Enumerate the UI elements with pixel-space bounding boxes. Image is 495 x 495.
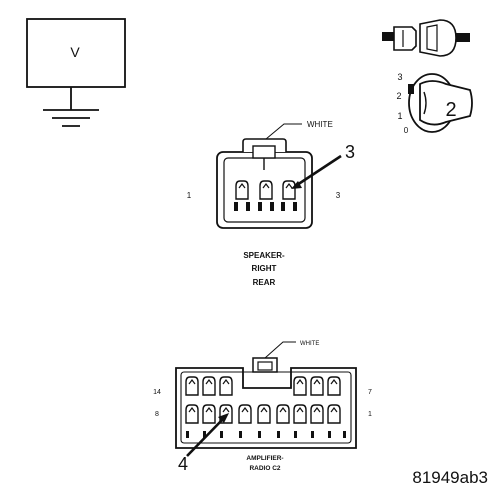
amp-title-line1: AMPLIFIER- [246, 455, 283, 462]
speaker-pin-1: 1 [187, 191, 192, 200]
ignition-key-icon: 3 2 1 0 2 [396, 72, 473, 135]
amp-pin-14: 14 [153, 389, 161, 396]
ignition-position-0: 0 [404, 126, 409, 135]
speaker-title-line3: REAR [253, 278, 276, 287]
callout-arrow [291, 154, 342, 189]
speaker-color-label: WHITE [307, 120, 333, 129]
ground-icon [43, 87, 99, 127]
amp-pin-1: 1 [368, 411, 372, 418]
ignition-position-3: 3 [397, 72, 402, 82]
voltmeter-symbol: V [26, 18, 126, 127]
callout-arrow [186, 413, 229, 457]
amplifier-connector: 14 7 8 1 WHITE 4 AMPLIFIER- RADIO C2 [153, 341, 372, 474]
amp-pin-8: 8 [155, 411, 159, 418]
amp-title-line2: RADIO C2 [249, 465, 280, 472]
ignition-step-number: 2 [445, 99, 456, 121]
leader-line [264, 341, 296, 359]
voltmeter-label: V [70, 44, 80, 60]
amp-callout-number: 4 [178, 454, 188, 474]
amp-color-label: WHITE [300, 341, 319, 347]
ignition-position-1: 1 [397, 111, 402, 121]
locking-tab [242, 138, 287, 170]
speaker-connector: 1 3 WHITE 3 SPEAKER- RIGHT REAR [187, 120, 355, 287]
speaker-title-line2: RIGHT [252, 264, 277, 273]
leader-line [265, 123, 302, 140]
ignition-position-2: 2 [396, 91, 401, 101]
connector-plug-icon [382, 19, 470, 57]
speaker-pin-3: 3 [336, 191, 341, 200]
locking-tab [252, 357, 278, 373]
speaker-title-line1: SPEAKER- [243, 251, 285, 260]
amp-pin-7: 7 [368, 389, 372, 396]
figure-id: 81949ab3 [412, 468, 488, 487]
speaker-callout-number: 3 [345, 142, 355, 162]
